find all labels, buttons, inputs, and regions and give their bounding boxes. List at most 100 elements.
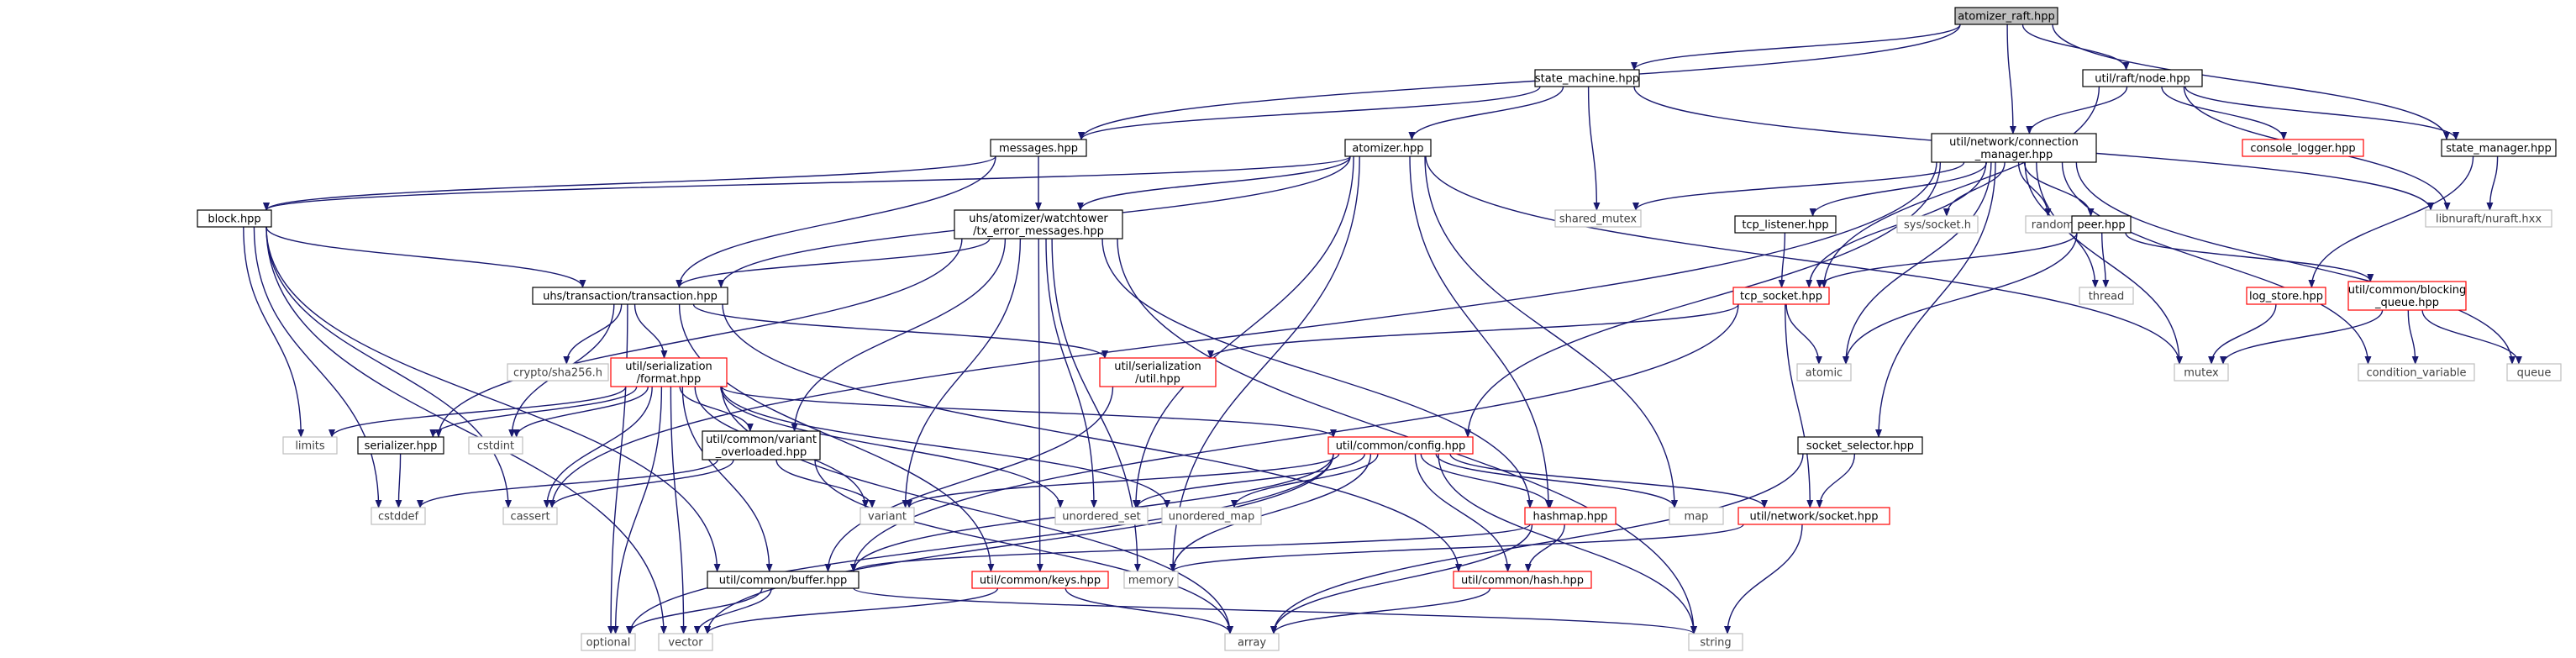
- node-label: shared_mutex: [1559, 213, 1638, 226]
- node-box: [1344, 139, 1432, 157]
- node-hash[interactable]: util/common/hash.hpp: [1453, 571, 1592, 589]
- edge-ser_format-to-cstdint: [513, 386, 649, 438]
- node-cond-var: condition_variable: [2358, 363, 2475, 382]
- edge-block-to-vector: [265, 226, 667, 634]
- node-box: [197, 209, 272, 228]
- node-keys[interactable]: util/common/keys.hpp: [971, 571, 1109, 589]
- node-ser-format[interactable]: util/serialization/format.hpp: [610, 357, 728, 387]
- node-state-machine[interactable]: state_machine.hpp: [1534, 69, 1640, 87]
- node-box: [2174, 363, 2229, 382]
- edge-tx_err-to-keys: [1036, 238, 1044, 572]
- edge-conn_mgr-to-sys_socket: [1943, 161, 2006, 217]
- edge-config-to-net_socket: [1449, 453, 1768, 508]
- edge-atomizer_raft-to-messages: [1078, 24, 1961, 140]
- node-label: _manager.hpp: [1974, 149, 2053, 161]
- node-label: thread: [2089, 291, 2125, 303]
- node-blocking-queue[interactable]: util/common/blocking_queue.hpp: [2347, 281, 2467, 311]
- node-console-logger[interactable]: console_logger.hpp: [2242, 139, 2364, 157]
- node-label: condition_variable: [2366, 367, 2466, 380]
- edge-atomizer-to-memory: [1170, 155, 1360, 572]
- edge-hashmap-to-array: [1270, 524, 1533, 634]
- edge-buffer-to-vector: [693, 587, 772, 634]
- edge-serializer-to-cstddef: [395, 453, 402, 508]
- edge-config-to-unordered_map: [1231, 453, 1379, 508]
- node-label: util/serialization: [1114, 361, 1201, 373]
- edge-tcp_socket-to-ser_util: [1207, 303, 1739, 359]
- node-box: [2425, 209, 2552, 228]
- node-label: map: [1685, 511, 1709, 524]
- node-peer[interactable]: peer.hpp: [2071, 215, 2132, 234]
- node-atomizer-raft[interactable]: atomizer_raft.hpp: [1954, 7, 2058, 25]
- edge-config-to-hashmap: [1420, 453, 1553, 508]
- edge-messages-to-transaction: [676, 155, 996, 288]
- edge-tx_err-to-unordered_set: [1045, 238, 1097, 508]
- node-label: log_store.hpp: [2249, 291, 2323, 303]
- node-box: [1524, 507, 1617, 525]
- node-log-store[interactable]: log_store.hpp: [2246, 287, 2326, 305]
- edge-hashmap-to-buffer: [850, 524, 1531, 572]
- edge-config-to-memory: [1170, 453, 1372, 572]
- node-variant-ol[interactable]: util/common/variant_overloaded.hpp: [702, 430, 821, 461]
- edge-tcp_socket-to-atomic: [1785, 303, 1822, 365]
- node-config[interactable]: util/common/config.hpp: [1327, 436, 1474, 455]
- edge-raft_node-to-console_logger: [2161, 86, 2288, 140]
- node-label: console_logger.hpp: [2250, 143, 2355, 155]
- edge-socket_selector-to-array: [1270, 453, 1804, 634]
- node-tcp-socket[interactable]: tcp_socket.hpp: [1732, 287, 1830, 305]
- edge-tx_err-to-transaction: [676, 238, 991, 288]
- node-cassert: cassert: [502, 507, 558, 525]
- edge-ser_format-to-cassert: [543, 386, 653, 508]
- node-box: [1954, 7, 2058, 25]
- edge-socket_selector-to-net_socket: [1816, 453, 1856, 508]
- node-tcp-listener[interactable]: tcp_listener.hpp: [1734, 215, 1837, 234]
- node-optional: optional: [581, 633, 636, 651]
- node-box: [1224, 633, 1280, 651]
- edge-conn_mgr-to-socket_selector: [1875, 161, 1996, 438]
- node-block[interactable]: block.hpp: [197, 209, 272, 228]
- node-layer: atomizer_raft.hpp state_machine.hpp util/r…: [197, 7, 2562, 651]
- node-label: state_manager.hpp: [2446, 143, 2552, 155]
- edge-transaction-to-crypto: [563, 303, 623, 365]
- node-ser-util[interactable]: util/serialization/util.hpp: [1099, 357, 1217, 387]
- node-raft-node[interactable]: util/raft/node.hpp: [2082, 69, 2203, 87]
- edge-atomizer_raft-to-state_manager: [2052, 24, 2450, 140]
- edge-buffer-to-optional: [626, 587, 763, 634]
- edge-ser_format-to-vector: [670, 386, 687, 634]
- edge-ser_format-to-unordered_map: [721, 386, 1170, 508]
- edge-config-to-vector: [704, 453, 1334, 634]
- node-label: util/serialization: [625, 361, 712, 373]
- edge-block-to-limits: [243, 226, 305, 438]
- edge-ser_format-to-limits: [329, 386, 627, 438]
- node-hashmap[interactable]: hashmap.hpp: [1524, 507, 1617, 525]
- node-atomizer[interactable]: atomizer.hpp: [1344, 139, 1432, 157]
- node-tx-err[interactable]: uhs/atomizer/watchtower/tx_error_message…: [954, 209, 1123, 240]
- edge-blocking_queue-to-queue: [2421, 309, 2522, 365]
- node-box: [2242, 139, 2364, 157]
- node-label: _overloaded.hpp: [715, 446, 807, 459]
- node-socket-selector[interactable]: socket_selector.hpp: [1797, 436, 1923, 455]
- node-label: tcp_socket.hpp: [1740, 291, 1822, 303]
- node-mutex: mutex: [2174, 363, 2229, 382]
- node-box: [1123, 571, 1179, 589]
- node-serializer[interactable]: serializer.hpp: [357, 436, 444, 455]
- node-box: [1453, 571, 1592, 589]
- edge-atomizer_raft-to-conn_mgr: [2006, 24, 2016, 134]
- node-buffer[interactable]: util/common/buffer.hpp: [707, 571, 860, 589]
- node-label: atomic: [1806, 367, 1843, 380]
- edge-log_store-to-mutex: [2208, 303, 2277, 365]
- node-conn-mgr[interactable]: util/network/connection_manager.hpp: [1931, 133, 2097, 163]
- node-label: util/common/blocking: [2348, 284, 2467, 297]
- node-transaction[interactable]: uhs/transaction/transaction.hpp: [532, 287, 728, 305]
- node-state-manager[interactable]: state_manager.hpp: [2441, 139, 2557, 157]
- node-box: [1796, 363, 1852, 382]
- edge-conn_mgr-to-cassert: [549, 161, 1937, 508]
- node-box: [1669, 507, 1724, 525]
- node-box: [1534, 69, 1640, 87]
- edge-variant_ol-to-array: [814, 459, 1233, 634]
- node-messages[interactable]: messages.hpp: [990, 139, 1087, 157]
- node-queue: queue: [2506, 363, 2562, 382]
- node-net-socket[interactable]: util/network/socket.hpp: [1737, 507, 1890, 525]
- node-label: util/common/hash.hpp: [1461, 575, 1584, 587]
- edge-conn_mgr-to-random: [2017, 161, 2052, 217]
- node-label: util/common/config.hpp: [1336, 440, 1466, 453]
